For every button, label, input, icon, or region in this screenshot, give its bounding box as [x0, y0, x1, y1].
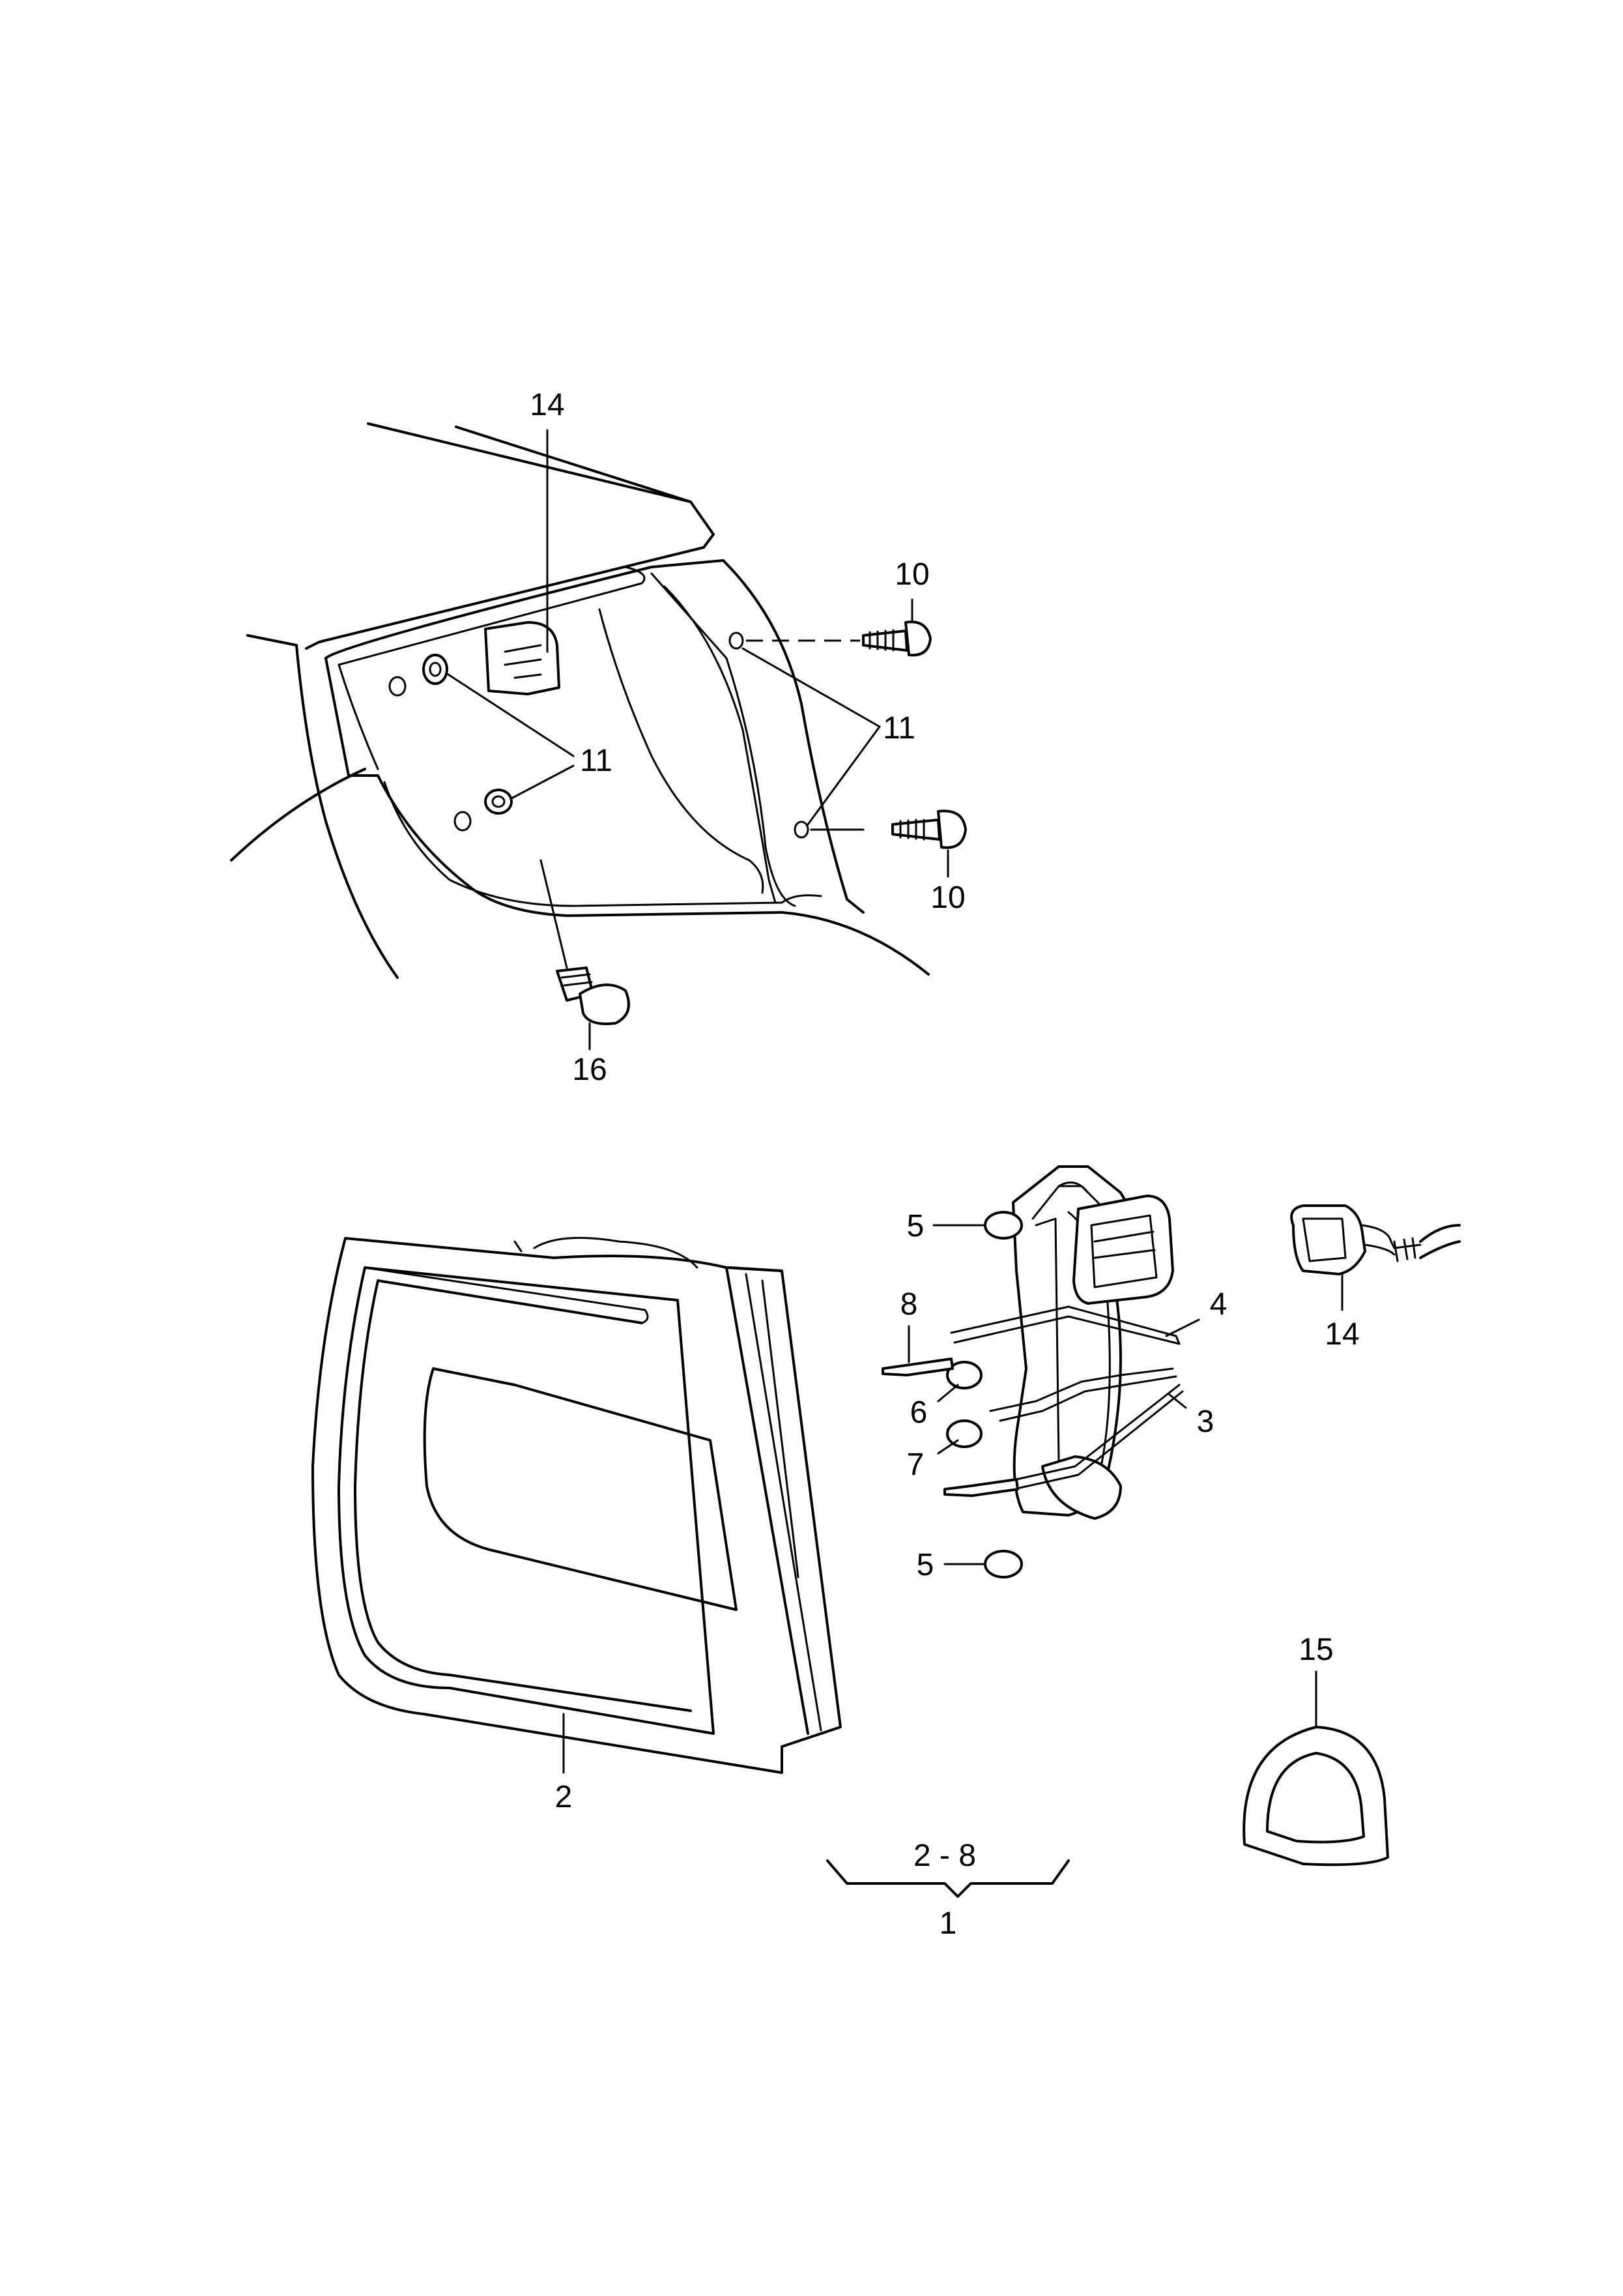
callout-14: 14 — [1325, 1317, 1359, 1352]
callout-15: 15 — [1299, 1633, 1333, 1667]
callout-1: 1 — [940, 1906, 957, 1941]
callout-11: 11 — [883, 711, 915, 746]
callout-5: 5 — [907, 1209, 925, 1243]
bulb-icon — [984, 1550, 1023, 1578]
callout-3: 3 — [1197, 1404, 1214, 1439]
callout-10: 10 — [895, 557, 929, 592]
callout-5: 5 — [917, 1548, 934, 1582]
bulb-icon — [946, 1419, 983, 1448]
callout-16: 16 — [572, 1053, 607, 1087]
bulb-carrier — [1012, 1165, 1174, 1520]
callout-10: 10 — [930, 880, 965, 915]
callout-2: 2 — [555, 1780, 573, 1814]
callout-6: 6 — [910, 1395, 928, 1430]
wire-harness — [950, 1305, 1184, 1489]
assembly-bracket — [826, 1859, 1070, 1898]
bulb-icon — [943, 1478, 1019, 1497]
callout-14: 14 — [530, 388, 564, 422]
tail-light-housing — [311, 1236, 842, 1774]
callout-2-8: 2 - 8 — [913, 1838, 976, 1873]
callout-8: 8 — [900, 1287, 918, 1322]
body-panel-opening — [230, 422, 930, 979]
bulb-icon — [882, 1358, 954, 1376]
bulb-icon — [984, 1211, 1023, 1240]
seal-icon — [1242, 1726, 1389, 1867]
top-leader-lines — [447, 429, 949, 1051]
carrier-leader-lines — [908, 1224, 1200, 1565]
callout-4: 4 — [1210, 1287, 1228, 1322]
bulb-icon — [946, 1361, 983, 1389]
callout-11: 11 — [580, 744, 612, 778]
plug-icon — [556, 966, 630, 1025]
screw-icon — [862, 620, 932, 657]
screw-icon — [891, 809, 967, 849]
callout-7: 7 — [907, 1447, 925, 1482]
connector-icon — [1290, 1204, 1461, 1275]
